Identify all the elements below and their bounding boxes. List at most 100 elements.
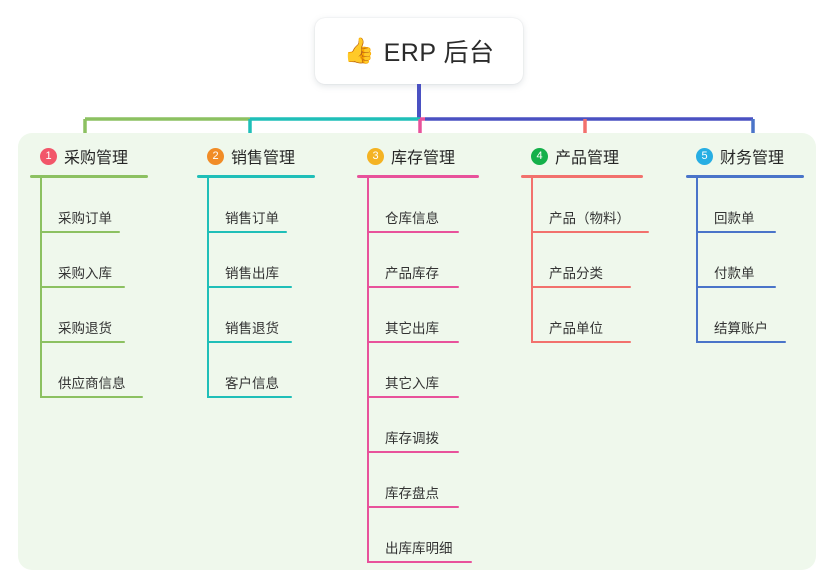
branch-item[interactable]: 结算账户: [686, 288, 838, 343]
branch-header-2[interactable]: 2 销售管理: [197, 143, 349, 169]
branch-title: 产品管理: [555, 150, 620, 167]
branch-item-list: 回款单付款单结算账户: [686, 178, 838, 343]
branch-column-1: 1 采购管理采购订单采购入库采购退货供应商信息: [30, 143, 182, 398]
branch-spine: [40, 178, 42, 398]
branch-header-rule: [686, 175, 804, 178]
branch-number-badge: 1: [40, 147, 57, 165]
thumbs-up-icon: 👍: [343, 36, 375, 65]
branch-item-rule: [40, 231, 120, 233]
branch-item-list: 采购订单采购入库采购退货供应商信息: [30, 178, 182, 398]
branch-item[interactable]: 客户信息: [197, 343, 349, 398]
branch-item[interactable]: 采购入库: [30, 233, 182, 288]
branch-item-list: 产品（物料） 产品分类产品单位: [521, 178, 673, 343]
branch-column-5: 5 财务管理回款单付款单结算账户: [686, 143, 838, 343]
branch-item[interactable]: 采购订单: [30, 178, 182, 233]
branch-spine: [207, 178, 209, 398]
branch-item-rule: [207, 396, 292, 398]
branch-header-3[interactable]: 3 库存管理: [357, 143, 509, 169]
branch-header-rule: [521, 175, 643, 178]
branch-item-label: 产品库存: [385, 266, 439, 281]
branch-item[interactable]: 产品库存: [357, 233, 509, 288]
branch-item-label: 客户信息: [225, 376, 279, 391]
branch-title: 销售管理: [231, 150, 296, 167]
branch-item[interactable]: 库存调拨: [357, 398, 509, 453]
branch-column-3: 3 库存管理仓库信息产品库存其它出库其它入库库存调拨库存盘点出库库明细: [357, 143, 509, 563]
branches-panel: [18, 133, 816, 570]
branch-item-rule: [696, 341, 786, 343]
branch-number-badge: 5: [696, 147, 713, 165]
branch-item[interactable]: 销售退货: [197, 288, 349, 343]
branch-item-label: 其它出库: [385, 321, 439, 336]
branch-item[interactable]: 采购退货: [30, 288, 182, 343]
branch-header-5[interactable]: 5 财务管理: [686, 143, 838, 169]
branch-header-rule: [197, 175, 315, 178]
branch-title: 采购管理: [64, 150, 129, 167]
branch-item-rule: [531, 341, 631, 343]
branch-item-rule: [367, 231, 459, 233]
branch-title: 库存管理: [391, 150, 456, 167]
branch-column-2: 2 销售管理销售订单销售出库销售退货客户信息: [197, 143, 349, 398]
branch-item-rule: [367, 451, 459, 453]
branch-item-rule: [207, 286, 292, 288]
branch-item[interactable]: 供应商信息: [30, 343, 182, 398]
branch-item[interactable]: 其它入库: [357, 343, 509, 398]
branch-item-label: 产品（物料）: [549, 211, 630, 226]
branch-header-rule: [357, 175, 479, 178]
branch-item-label: 销售出库: [225, 266, 279, 281]
branch-item-label: 采购入库: [58, 266, 112, 281]
branch-item[interactable]: 产品单位: [521, 288, 673, 343]
branch-item-rule: [367, 286, 459, 288]
branch-item[interactable]: 付款单: [686, 233, 838, 288]
branch-number-badge: 3: [367, 147, 384, 165]
branch-item-label: 产品单位: [549, 321, 603, 336]
branch-item-label: 结算账户: [714, 321, 768, 336]
branch-item-rule: [40, 286, 125, 288]
branch-spine: [696, 178, 698, 343]
branch-title: 财务管理: [720, 150, 785, 167]
branch-item-rule: [207, 341, 292, 343]
branch-item[interactable]: 销售出库: [197, 233, 349, 288]
branch-item-label: 出库库明细: [385, 541, 453, 556]
branch-item-rule: [207, 231, 287, 233]
branch-item-label: 采购退货: [58, 321, 112, 336]
branch-item[interactable]: 仓库信息: [357, 178, 509, 233]
branch-item-list: 销售订单销售出库销售退货客户信息: [197, 178, 349, 398]
branch-item-rule: [531, 231, 649, 233]
branch-item-label: 销售退货: [225, 321, 279, 336]
branch-item-rule: [367, 561, 472, 563]
branch-item-label: 其它入库: [385, 376, 439, 391]
branch-item-rule: [367, 396, 459, 398]
branch-item-label: 付款单: [714, 266, 755, 281]
branch-item[interactable]: 出库库明细: [357, 508, 509, 563]
branch-column-4: 4 产品管理产品（物料） 产品分类产品单位: [521, 143, 673, 343]
branch-item-label: 产品分类: [549, 266, 603, 281]
branch-item[interactable]: 库存盘点: [357, 453, 509, 508]
branch-item-rule: [696, 231, 776, 233]
branch-item-label: 采购订单: [58, 211, 112, 226]
branch-number-badge: 2: [207, 147, 224, 165]
branch-item-label: 供应商信息: [58, 376, 126, 391]
branch-item-rule: [367, 506, 459, 508]
branch-item-rule: [696, 286, 776, 288]
branch-item[interactable]: 其它出库: [357, 288, 509, 343]
branch-item[interactable]: 产品（物料）: [521, 178, 673, 233]
branch-header-4[interactable]: 4 产品管理: [521, 143, 673, 169]
branch-item-rule: [367, 341, 459, 343]
branch-item-label: 回款单: [714, 211, 755, 226]
branch-number-badge: 4: [531, 147, 548, 165]
root-node[interactable]: 👍 ERP 后台: [315, 18, 523, 84]
branch-item[interactable]: 产品分类: [521, 233, 673, 288]
branch-item[interactable]: 销售订单: [197, 178, 349, 233]
root-title: ERP 后台: [383, 39, 495, 67]
branch-header-rule: [30, 175, 148, 178]
branch-header-1[interactable]: 1 采购管理: [30, 143, 182, 169]
branch-item-label: 库存盘点: [385, 486, 439, 501]
branch-spine: [531, 178, 533, 343]
branch-item-label: 销售订单: [225, 211, 279, 226]
branch-item-label: 库存调拨: [385, 431, 439, 446]
branch-item-rule: [40, 341, 125, 343]
branch-spine: [367, 178, 369, 563]
branch-item[interactable]: 回款单: [686, 178, 838, 233]
branch-item-rule: [40, 396, 143, 398]
